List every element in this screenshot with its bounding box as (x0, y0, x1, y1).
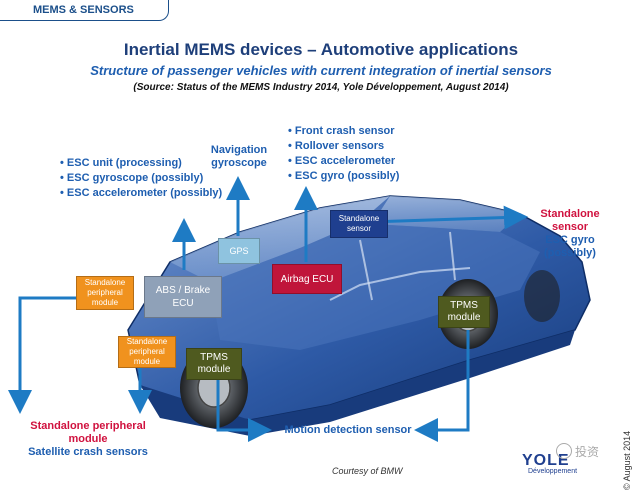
tpms-module-box: TPMS module (438, 296, 490, 328)
source-note: (Source: Status of the MEMS Industry 201… (133, 82, 509, 93)
arrows (8, 176, 528, 442)
ecu-sensor-list: ESC unit (processing) ESC gyroscope (pos… (60, 156, 222, 201)
logo-subtitle: Développement (528, 468, 578, 475)
copyright-text: © August 2014 (622, 430, 632, 490)
ecu-sensor-item: ESC accelerometer (possibly) (60, 186, 222, 201)
wechat-icon (556, 443, 572, 459)
standalone-sensor-detail: ESC gyro (545, 234, 595, 246)
navigation-line: gyroscope (211, 157, 267, 169)
watermark-text: 投资 (575, 444, 600, 459)
front-sensor-item: Front crash sensor (288, 124, 399, 139)
courtesy-credit: Courtesy of BMW (332, 466, 403, 476)
motion-detection-callout: Motion detection sensor (284, 424, 412, 436)
yole-logo: YOLE Développement (522, 452, 604, 486)
peripheral-detail: Satellite crash sensors (28, 446, 148, 458)
slide-title: Inertial MEMS devices – Automotive appli… (123, 40, 519, 59)
navigation-callout: Navigation gyroscope (198, 144, 280, 170)
ecu-sensor-item: ESC unit (processing) (60, 156, 222, 171)
standalone-sensor-detail: (possibly) (544, 247, 596, 259)
copyright-note: © August 2014 (616, 430, 632, 490)
ecu-sensor-item: ESC gyroscope (possibly) (60, 171, 222, 186)
navigation-line: Navigation (210, 144, 268, 156)
front-sensor-item: Rollover sensors (288, 139, 399, 154)
section-tag-label: MEMS & SENSORS (33, 4, 134, 16)
peripheral-title: module (68, 433, 108, 445)
car-body (127, 195, 591, 436)
standalone-sensor-title: sensor (551, 221, 589, 233)
peripheral-module-box: Standalone peripheral module (118, 336, 176, 368)
gps-box: GPS (218, 238, 260, 264)
standalone-sensor-title: Standalone (540, 208, 600, 220)
front-sensor-list: Front crash sensor Rollover sensors ESC … (288, 124, 400, 184)
airbag-ecu-box: Airbag ECU (272, 264, 342, 294)
logo-wordmark: YOLE (522, 452, 570, 469)
standalone-sensor-callout: Standalone sensor ESC gyro (possibly) (528, 208, 612, 260)
peripheral-title: Standalone peripheral (30, 420, 146, 432)
watermark: 投资 (556, 440, 600, 462)
front-sensor-item: ESC gyro (possibly) (288, 169, 400, 184)
peripheral-module-box: Standalone peripheral module (76, 276, 134, 310)
standalone-sensor-box: Standalone sensor (330, 210, 388, 238)
tpms-module-box: TPMS module (186, 348, 242, 380)
abs-ecu-box: ABS / Brake ECU (144, 276, 222, 318)
front-sensor-item: ESC accelerometer (288, 154, 399, 169)
slide-subtitle: Structure of passenger vehicles with cur… (90, 63, 552, 78)
section-tag: MEMS & SENSORS (0, 0, 169, 21)
peripheral-callout: Standalone peripheral module Satellite c… (18, 420, 158, 459)
